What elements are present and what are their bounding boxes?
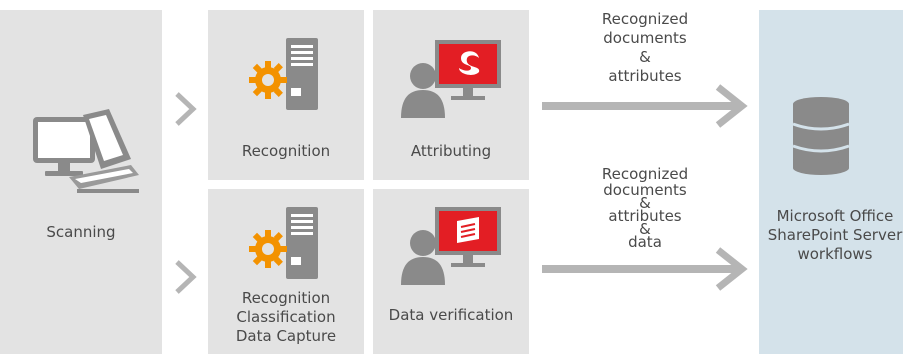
top-flow-label: Recognized documents & attributes — [560, 10, 730, 86]
flow-line: documents — [603, 181, 687, 199]
recognition-classification-capture-stage: Recognition Classification Data Capture — [208, 189, 364, 354]
label-line: Data Capture — [235, 327, 337, 345]
label-line: SharePoint Server — [767, 226, 903, 244]
label-line: workflows — [797, 245, 873, 263]
server-gear-icon — [249, 207, 318, 279]
operator-monitor-icon — [401, 40, 501, 118]
scanning-stage: Scanning — [0, 10, 162, 354]
data-verification-label: Data verification — [388, 306, 514, 324]
flow-line: Recognized — [601, 10, 689, 28]
flow-line: attributes — [608, 67, 682, 85]
database-icon — [792, 97, 850, 175]
chevron-right-icon — [175, 260, 197, 294]
flow-line: Recognized — [601, 165, 689, 183]
flow-line: & — [639, 220, 651, 238]
data-verification-stage: Data verification — [373, 189, 529, 354]
chevron-right-icon — [175, 92, 197, 126]
sharepoint-stage: Microsoft Office SharePoint Server workf… — [759, 10, 903, 354]
flow-line: data — [628, 233, 662, 251]
bottom-flow-label: Recognized documents & attributes & data — [560, 166, 730, 250]
operator-monitor-icon — [401, 207, 501, 285]
attributing-label: Attributing — [410, 142, 492, 160]
label-line: Classification — [236, 308, 336, 326]
arrow-right-icon — [542, 84, 748, 128]
arrow-right-icon — [542, 247, 748, 291]
flow-line: documents — [603, 29, 687, 47]
scanning-label: Scanning — [46, 223, 116, 241]
attributing-stage: Attributing — [373, 10, 529, 180]
server-gear-icon — [249, 38, 318, 110]
sharepoint-label: Microsoft Office SharePoint Server workf… — [759, 207, 903, 264]
label-line: Recognition — [241, 289, 331, 307]
recognition-label: Recognition — [241, 142, 331, 160]
flow-line: & — [639, 48, 651, 66]
recognition-stage: Recognition — [208, 10, 364, 180]
label-line: Microsoft Office — [776, 207, 894, 225]
recognition-classification-capture-label: Recognition Classification Data Capture — [208, 289, 364, 346]
scanner-computer-icon — [33, 109, 139, 193]
flow-line: attributes — [608, 207, 682, 225]
flow-line: & — [639, 194, 651, 212]
